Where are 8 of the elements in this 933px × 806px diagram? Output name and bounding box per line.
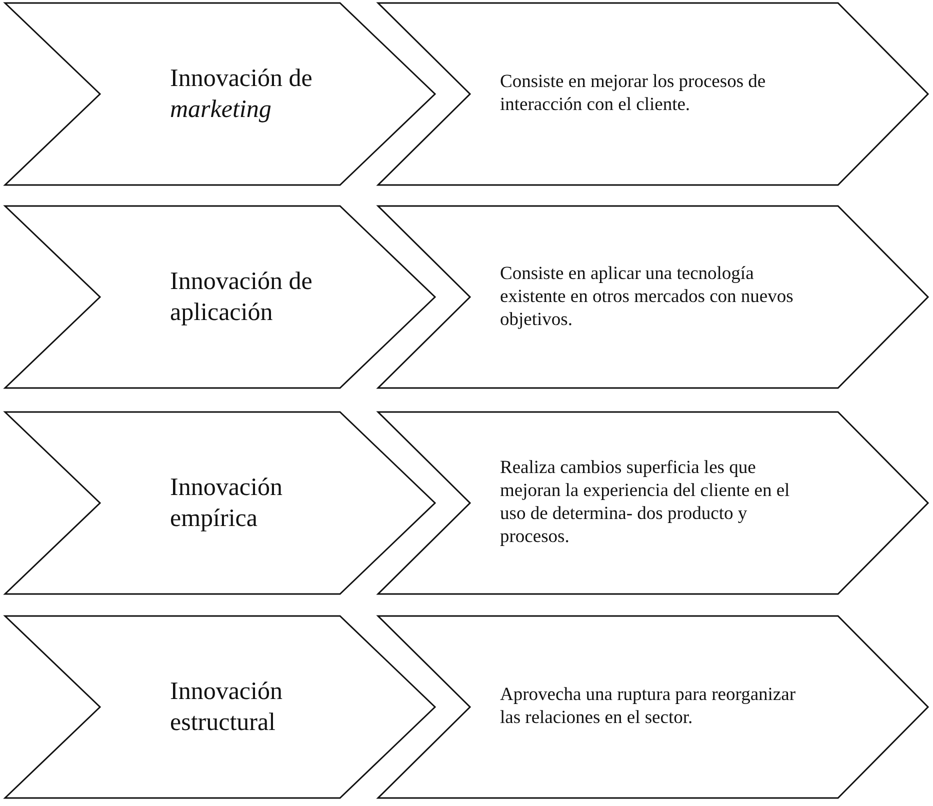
category-label: Innovación de marketing [170,64,314,125]
category-label: Innovación empírica [170,472,284,534]
category-label: Innovación de aplicación [170,266,314,328]
category-label: Innovación estructural [170,676,284,738]
description-text: Consiste en aplicar una tecnología existente en otros mercados con nuevos objetivos. [500,262,794,332]
description-text: Realiza cambios superficia les que mejoran la experiencia del cliente en el uso de determina- dos producto y procesos. [500,456,791,549]
description-text: Consiste en mejorar los procesos de interacción con el cliente. [500,71,767,118]
description-text: Aprovecha una ruptura para reorganizar las relaciones en el sector. [500,684,797,730]
